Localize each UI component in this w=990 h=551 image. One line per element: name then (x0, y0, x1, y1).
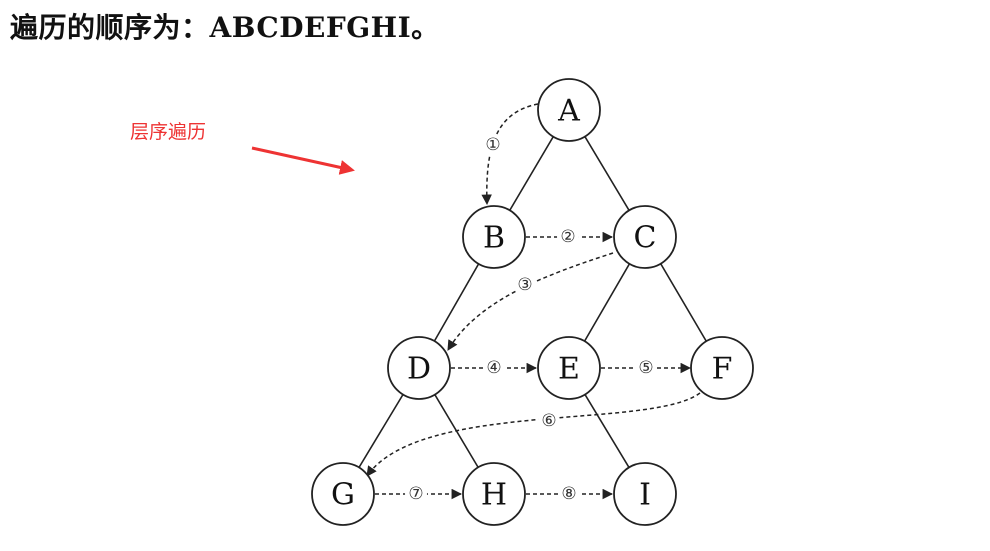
tree-node-e: E (537, 336, 601, 400)
tree-node-g: G (311, 462, 375, 526)
node-circle (613, 462, 677, 526)
traversal-step-3: ③ (514, 274, 536, 296)
step-label-bg (557, 226, 579, 248)
tree-node-i: I (613, 462, 677, 526)
tree-node-h: H (462, 462, 526, 526)
step-label: ⑧ (561, 484, 576, 504)
node-label: I (639, 478, 651, 513)
node-label: F (712, 352, 733, 387)
tree-edges (342, 109, 723, 495)
step-label-bg (483, 357, 505, 379)
traversal-step-4: ④ (483, 357, 505, 379)
step-label: ② (560, 227, 575, 247)
node-circle (311, 462, 375, 526)
node-circle (537, 336, 601, 400)
tree-node-f: F (690, 336, 754, 400)
node-circle (613, 205, 677, 269)
traversal-step-6: ⑥ (538, 410, 560, 432)
traversal-arrows (366, 103, 701, 500)
node-label: B (483, 221, 505, 256)
step-label: ① (485, 135, 500, 155)
traversal-step-labels: ① ② ③ ④ ⑤ ⑥ ⑦ ⑧ (405, 134, 657, 505)
node-circle (462, 205, 526, 269)
step-label-bg (558, 483, 580, 505)
traversal-step-7: ⑦ (405, 483, 427, 505)
tree-node-a: A (537, 78, 601, 142)
node-label: E (558, 352, 580, 387)
node-circle (690, 336, 754, 400)
step-label: ⑥ (541, 411, 556, 431)
node-label: D (407, 352, 431, 387)
step-label-bg (514, 274, 536, 296)
tree-node-c: C (613, 205, 677, 269)
node-circle (462, 462, 526, 526)
intro-text: 遍历的顺序为：ABCDEFGHI。 (10, 11, 440, 44)
node-circle (537, 78, 601, 142)
step-label: ⑤ (638, 358, 653, 378)
step-label: ③ (517, 275, 532, 295)
traversal-step-2: ② (557, 226, 579, 248)
tree-nodes: A B C D E F G H I (311, 78, 754, 526)
traversal-step-5: ⑤ (635, 357, 657, 379)
tree-node-b: B (462, 205, 526, 269)
step-label-bg (635, 357, 657, 379)
step-label: ⑦ (408, 484, 423, 504)
step-label-bg (538, 410, 560, 432)
node-label: G (331, 478, 355, 513)
annotation-label: 层序遍历 (130, 121, 207, 143)
node-label: C (634, 221, 657, 256)
traversal-step-8: ⑧ (558, 483, 580, 505)
traversal-step-1: ① (482, 134, 504, 156)
tree-node-d: D (387, 336, 451, 400)
node-circle (387, 336, 451, 400)
traversal-arrow-6 (366, 392, 701, 477)
traversal-arrow-1 (481, 103, 539, 206)
annotation-arrow (251, 146, 355, 175)
node-label: H (481, 478, 507, 513)
step-label: ④ (486, 358, 501, 378)
node-label: A (557, 94, 580, 129)
step-label-bg (482, 134, 504, 156)
step-label-bg (405, 483, 427, 505)
